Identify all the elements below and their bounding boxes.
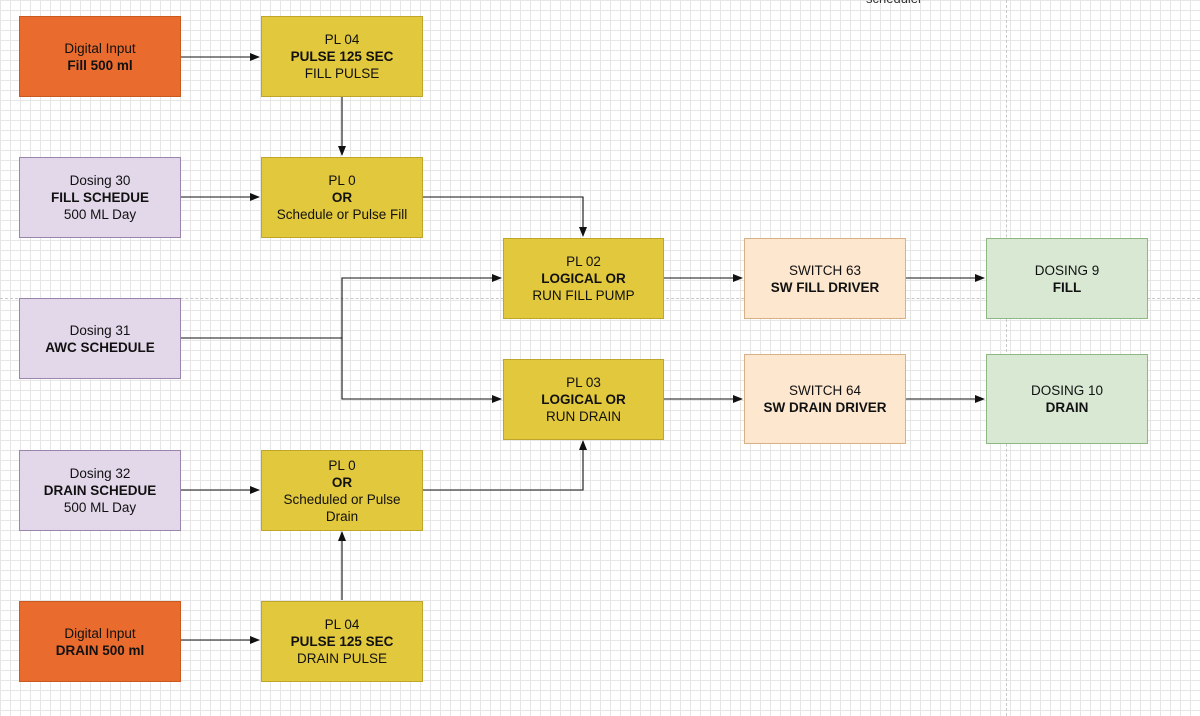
node-line-bold: OR: [331, 474, 353, 490]
node-line: PL 0: [328, 457, 356, 473]
node-line: RUN FILL PUMP: [532, 288, 635, 303]
node-line: Drain: [325, 508, 359, 524]
node-switch-63[interactable]: SWITCH 63 SW FILL DRIVER: [744, 238, 906, 319]
node-line-bold: PULSE 125 SEC: [290, 634, 394, 649]
node-line-bold: OR: [331, 190, 353, 205]
node-pl0-drain-or[interactable]: PL 0 OR Scheduled or Pulse Drain: [261, 450, 423, 531]
node-line-bold: PULSE 125 SEC: [290, 49, 394, 64]
node-dosing-32[interactable]: Dosing 32 DRAIN SCHEDUE 500 ML Day: [19, 450, 181, 531]
node-pl04-fill-pulse[interactable]: PL 04 PULSE 125 SEC FILL PULSE: [261, 16, 423, 97]
node-dosing-31[interactable]: Dosing 31 AWC SCHEDULE: [19, 298, 181, 379]
node-line: 500 ML Day: [63, 500, 137, 515]
node-pl04-drain-pulse[interactable]: PL 04 PULSE 125 SEC DRAIN PULSE: [261, 601, 423, 682]
node-line-bold: FILL SCHEDUE: [50, 190, 149, 205]
node-line-bold: Fill 500 ml: [67, 57, 133, 73]
node-line: 500 ML Day: [63, 207, 137, 222]
edge-pl0drain-pl03: [423, 440, 587, 491]
node-pl0-fill-or[interactable]: PL 0 OR Schedule or Pulse Fill: [261, 157, 423, 238]
node-dosing-30[interactable]: Dosing 30 FILL SCHEDUE 500 ML Day: [19, 157, 181, 238]
partial-top-label: scheduler: [866, 0, 922, 6]
node-line-bold: DRAIN SCHEDUE: [43, 483, 157, 498]
node-line: FILL PULSE: [304, 66, 380, 81]
node-line: PL 04: [324, 617, 360, 632]
node-line: PL 02: [566, 254, 601, 269]
node-line: PL 03: [566, 375, 601, 390]
node-digital-input-drain[interactable]: Digital Input DRAIN 500 ml: [19, 601, 181, 682]
node-line-bold: DRAIN: [1045, 400, 1089, 415]
edge-dosing31-pl03: [341, 338, 502, 403]
node-line: RUN DRAIN: [545, 409, 621, 424]
node-line-bold: SW FILL DRIVER: [770, 279, 880, 295]
node-line-bold: AWC SCHEDULE: [45, 339, 155, 355]
node-line-bold: LOGICAL OR: [541, 271, 626, 286]
node-pl03-logical-or[interactable]: PL 03 LOGICAL OR RUN DRAIN: [503, 359, 664, 440]
node-line: PL 04: [324, 32, 360, 47]
node-line-bold: FILL: [1052, 279, 1082, 295]
node-line: Digital Input: [64, 40, 136, 56]
node-pl02-logical-or[interactable]: PL 02 LOGICAL OR RUN FILL PUMP: [503, 238, 664, 319]
edge-pl0fill-pl02: [423, 196, 587, 237]
node-line: Dosing 30: [69, 173, 131, 188]
node-line: Dosing 31: [69, 322, 131, 338]
node-line: PL 0: [328, 173, 356, 188]
node-line-bold: DRAIN 500 ml: [55, 642, 145, 658]
node-line-bold: LOGICAL OR: [541, 392, 626, 407]
node-line: DOSING 9: [1034, 262, 1100, 278]
node-line: Scheduled or Pulse: [283, 491, 401, 507]
node-line: Digital Input: [64, 625, 136, 641]
node-switch-64[interactable]: SWITCH 64 SW DRAIN DRIVER: [744, 354, 906, 444]
node-line: SWITCH 63: [788, 262, 861, 278]
node-dosing-9[interactable]: DOSING 9 FILL: [986, 238, 1148, 319]
node-line: Dosing 32: [69, 466, 131, 481]
node-line: Schedule or Pulse Fill: [276, 207, 408, 222]
edge-dosing31-pl02: [181, 274, 502, 339]
node-line: DOSING 10: [1030, 383, 1104, 398]
node-line: SWITCH 64: [788, 383, 861, 398]
node-dosing-10[interactable]: DOSING 10 DRAIN: [986, 354, 1148, 444]
node-line: DRAIN PULSE: [296, 651, 388, 666]
node-line-bold: SW DRAIN DRIVER: [763, 400, 887, 415]
node-digital-input-fill[interactable]: Digital Input Fill 500 ml: [19, 16, 181, 97]
